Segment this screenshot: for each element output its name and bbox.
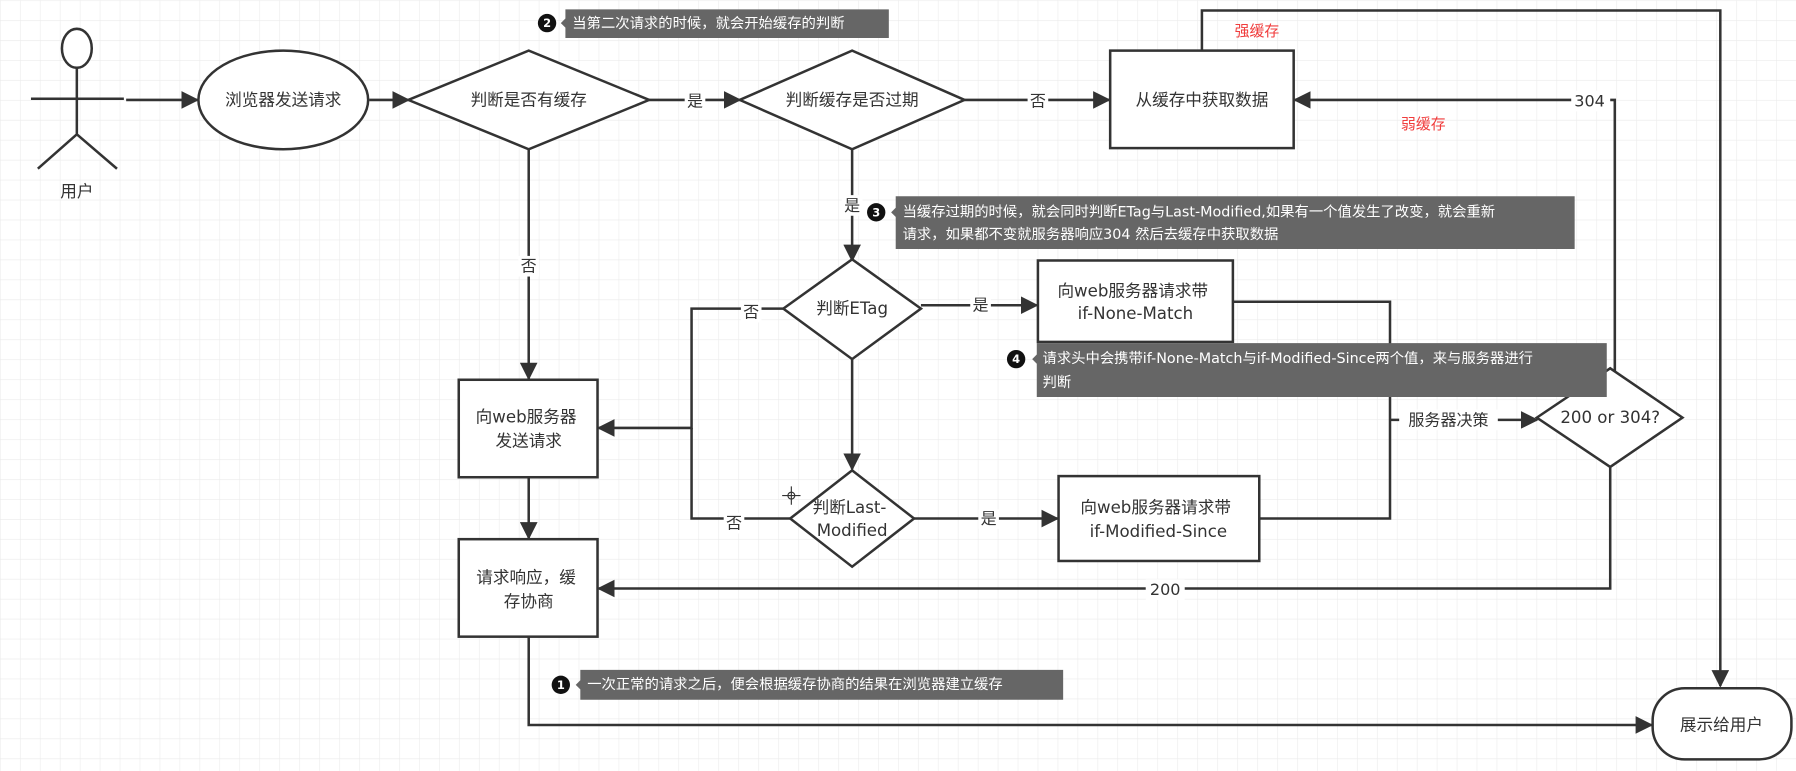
edge-label-yes: 是 bbox=[973, 296, 989, 315]
browser-request-label: 浏览器发送请求 bbox=[225, 90, 342, 109]
req-if-none-match-label: 向web服务器请求带 if-None-Match bbox=[1057, 281, 1213, 323]
check-etag-label: 判断ETag bbox=[816, 299, 888, 318]
edge-label-no: 否 bbox=[1030, 92, 1046, 111]
check-etag-decision[interactable] bbox=[781, 257, 924, 361]
check-last-modified-label: 判断Last- Modified bbox=[813, 498, 892, 540]
edge-label-200: 200 bbox=[1150, 580, 1181, 599]
browser-request-node[interactable] bbox=[197, 49, 370, 151]
status-decision-label: 200 or 304? bbox=[1560, 408, 1660, 427]
note-3[interactable]: 3 当缓存过期的时候，就会同时判断ETag与Last-Modified,如果有一… bbox=[867, 196, 1575, 250]
edge-label-304: 304 bbox=[1574, 92, 1605, 111]
show-to-user-node[interactable] bbox=[1651, 687, 1793, 761]
send-to-server-label: 向web服务器 发送请求 bbox=[476, 407, 582, 450]
crosshair-cursor-icon bbox=[782, 486, 801, 505]
check-last-modified-decision[interactable] bbox=[788, 468, 917, 569]
note-text: 当缓存过期的时候，就会同时判断ETag与Last-Modified,如果有一个值… bbox=[903, 203, 1500, 243]
note-text: 当第二次请求的时候，就会开始缓存的判断 bbox=[572, 14, 844, 32]
req-if-none-match-node[interactable] bbox=[1036, 259, 1235, 344]
note-text: 一次正常的请求之后，便会根据缓存协商的结果在浏览器建立缓存 bbox=[587, 676, 1003, 693]
cache-expired-decision[interactable] bbox=[736, 49, 968, 151]
cache-expired-label: 判断缓存是否过期 bbox=[786, 90, 919, 109]
edge-requests-merge bbox=[1232, 300, 1392, 520]
get-from-cache-label: 从缓存中获取数据 bbox=[1135, 90, 1268, 109]
note-number: 2 bbox=[543, 16, 551, 30]
edge-304 bbox=[1293, 91, 1617, 379]
edge-label-yes: 是 bbox=[981, 509, 997, 528]
send-to-server-node[interactable] bbox=[457, 378, 599, 479]
edge-200 bbox=[596, 466, 1612, 598]
edge-labels: 是 否 否 是 是 否 是 否 服务器决策 304 200 强缓存 弱缓存 bbox=[518, 22, 1611, 600]
show-to-user-label: 展示给用户 bbox=[1680, 715, 1763, 734]
weak-cache-label: 弱缓存 bbox=[1401, 115, 1446, 133]
req-if-modified-since-node[interactable] bbox=[1057, 474, 1261, 563]
note-number: 3 bbox=[872, 205, 880, 219]
note-4[interactable]: 4 请求头中会携带if-None-Match与if-Modified-Since… bbox=[1006, 343, 1607, 397]
has-cache-label: 判断是否有缓存 bbox=[471, 90, 587, 109]
edge-label-yes: 是 bbox=[687, 92, 703, 111]
edge-label-yes: 是 bbox=[844, 196, 860, 215]
get-from-cache-node[interactable] bbox=[1108, 49, 1295, 150]
note-1[interactable]: 1 一次正常的请求之后，便会根据缓存协商的结果在浏览器建立缓存 bbox=[551, 669, 1064, 700]
req-if-modified-since-label: 向web服务器请求带 if-Modified-Since bbox=[1080, 498, 1236, 541]
has-cache-decision[interactable] bbox=[404, 49, 653, 151]
note-2[interactable]: 2 当第二次请求的时候，就会开始缓存的判断 bbox=[537, 9, 889, 38]
response-negotiation-label: 请求响应，缓 存协商 bbox=[476, 568, 581, 611]
edge-lastmod-no bbox=[690, 427, 791, 520]
response-negotiation-node[interactable] bbox=[457, 537, 599, 638]
edge-label-server-decision: 服务器决策 bbox=[1408, 410, 1488, 429]
edge-response-to-show bbox=[527, 636, 1654, 734]
note-number: 1 bbox=[557, 678, 565, 692]
user-actor-label: 用户 bbox=[60, 182, 93, 201]
edge-strong-cache bbox=[1200, 9, 1730, 688]
note-text: 请求头中会携带if-None-Match与if-Modified-Since两个… bbox=[1043, 350, 1538, 391]
note-number: 4 bbox=[1012, 352, 1020, 366]
strong-cache-label: 强缓存 bbox=[1235, 22, 1280, 40]
user-actor-icon[interactable] bbox=[30, 27, 124, 170]
edge-label-no: 否 bbox=[726, 514, 742, 533]
edge-etag-no bbox=[596, 307, 784, 437]
edge-label-no: 否 bbox=[521, 257, 537, 276]
edge-label-no: 否 bbox=[743, 303, 759, 322]
